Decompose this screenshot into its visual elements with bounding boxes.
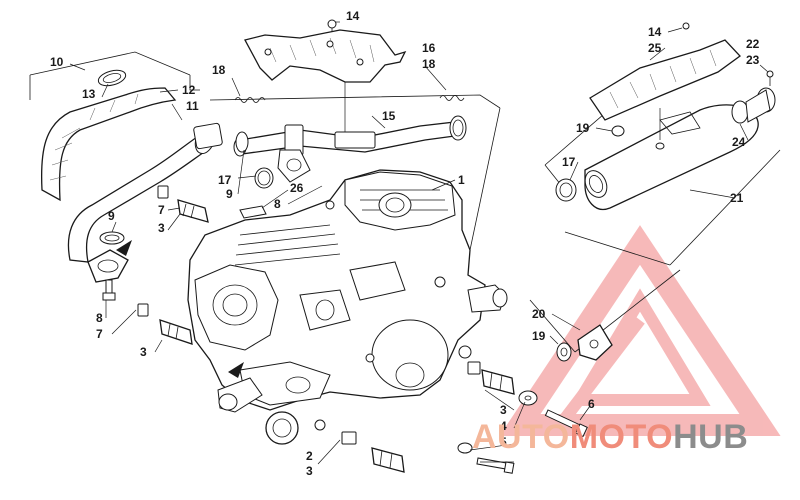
callout-11: 11 — [186, 99, 199, 113]
watermark-moto: MOTO — [569, 418, 674, 456]
callout-19: 19 — [532, 329, 546, 343]
callout-3: 3 — [306, 464, 313, 478]
exhaust-flange-gasket — [87, 231, 129, 283]
exhaust-header-pipe — [67, 122, 223, 263]
callout-4: 4 — [500, 419, 507, 433]
adapter-3-bottom — [341, 431, 405, 473]
muffler-heat-shield-25 — [589, 39, 741, 121]
callout-7: 7 — [158, 203, 165, 217]
callout-9: 9 — [108, 209, 115, 223]
washer-5 — [457, 442, 473, 454]
callout-3: 3 — [140, 345, 147, 359]
callout-14: 14 — [346, 9, 360, 23]
washer-4 — [518, 390, 538, 406]
adapter-3-upper — [157, 185, 209, 223]
direction-arrow-upper — [116, 240, 132, 256]
callout-25: 25 — [648, 41, 662, 55]
callout-10: 10 — [50, 55, 64, 69]
gasket-17-right — [555, 178, 577, 202]
callout-3: 3 — [158, 221, 165, 235]
callout-22: 22 — [746, 37, 760, 51]
callout-15: 15 — [382, 109, 396, 123]
callout-21: 21 — [730, 191, 744, 205]
callout-12: 12 — [182, 83, 196, 97]
callout-1: 1 — [458, 173, 465, 187]
muffler-21 — [584, 104, 759, 210]
bolt-6 — [544, 409, 588, 438]
callout-8: 8 — [96, 311, 103, 325]
bolt-5-bottom — [476, 457, 515, 474]
callout-14: 14 — [648, 25, 662, 39]
spring-18-left — [234, 97, 266, 103]
callout-5: 5 — [500, 435, 507, 449]
heat-shield-center — [244, 29, 407, 135]
leader-lines — [69, 21, 769, 465]
tailpipe-24 — [731, 87, 776, 124]
exhaust-heat-shield-left — [40, 69, 177, 202]
watermark-hub: HUB — [673, 418, 749, 456]
callout-24: 24 — [732, 135, 746, 149]
gasket-17-mid — [254, 167, 274, 189]
callout-2: 2 — [306, 449, 313, 463]
direction-arrow-lower — [228, 362, 244, 378]
callout-23: 23 — [746, 53, 760, 67]
grommet-19-top — [611, 108, 665, 150]
watermark-logo-triangle — [499, 225, 781, 436]
bracket-20 — [577, 324, 613, 361]
grommet-19-bottom — [556, 342, 572, 362]
callout-17: 17 — [218, 173, 232, 187]
callout-18: 18 — [212, 63, 226, 77]
label-plate-26 — [239, 205, 267, 219]
callout-19: 19 — [576, 121, 590, 135]
bolt-8-left — [102, 279, 116, 301]
adapter-3-right — [467, 361, 515, 395]
callout-17: 17 — [562, 155, 576, 169]
callout-3: 3 — [500, 403, 507, 417]
adapter-3-lower — [137, 303, 193, 345]
callout-8: 8 — [274, 197, 281, 211]
callout-26: 26 — [290, 181, 304, 195]
screw-14-right — [682, 22, 690, 30]
callout-6: 6 — [588, 397, 595, 411]
callout-13: 13 — [82, 87, 96, 101]
gasket-9-top — [235, 131, 249, 153]
callout-18: 18 — [422, 57, 436, 71]
callout-9: 9 — [226, 187, 233, 201]
watermark-wordmark: AUTOMOTOHUB — [472, 418, 748, 457]
engine-assembly — [187, 169, 508, 445]
callout-7: 7 — [96, 327, 103, 341]
spring-18-right — [439, 95, 465, 101]
callout-16: 16 — [422, 41, 436, 55]
screw-14-center — [327, 19, 337, 32]
callout-20: 20 — [532, 307, 546, 321]
bolt-22-23 — [766, 70, 774, 86]
watermark-auto: AUTO — [472, 418, 570, 456]
callout-labels: 1 2 3 3 3 3 4 5 6 7 7 8 8 9 9 10 11 12 1… — [50, 9, 760, 478]
